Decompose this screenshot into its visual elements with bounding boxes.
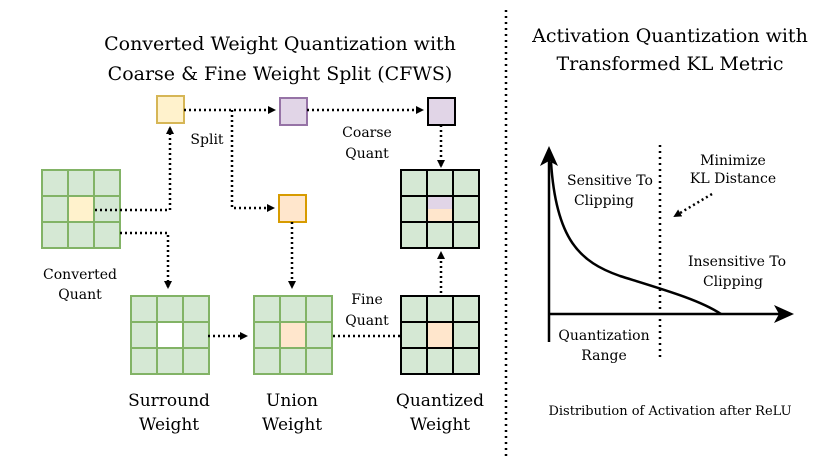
grid-cell	[182, 347, 210, 375]
grid-cell	[156, 321, 184, 349]
grid-cell	[400, 169, 428, 197]
activation-distribution-curve	[549, 161, 722, 316]
union-weight-label-line1: Union	[266, 391, 318, 411]
grid-cell	[426, 321, 454, 349]
grid-cell	[93, 221, 121, 249]
quantized-weight-grid	[400, 169, 480, 249]
union-weight-grid	[253, 295, 333, 375]
coarse-part-cell	[427, 196, 453, 209]
fine-quant-label-line2: Quant	[345, 313, 389, 329]
grid-cell	[426, 169, 454, 197]
right-title-line1: Activation Quantization with	[531, 25, 808, 47]
converted-quant-label-line1: Converted	[43, 267, 117, 283]
minimize-label-line1: Minimize	[700, 153, 766, 169]
insensitive-label-line2: Clipping	[703, 274, 763, 290]
grid-cell	[452, 321, 480, 349]
converted-weight-grid	[41, 169, 121, 249]
grid-cell	[452, 195, 480, 223]
distribution-caption: Distribution of Activation after ReLU	[548, 404, 791, 419]
grid-cell	[253, 295, 281, 323]
grid-cell	[426, 295, 454, 323]
grid-cell	[452, 347, 480, 375]
grid-cell	[182, 295, 210, 323]
grid-cell	[400, 221, 428, 249]
grid-cell	[156, 295, 184, 323]
quantized-weight-label-line2: Weight	[410, 415, 470, 435]
minimize-label-line2: KL Distance	[690, 171, 776, 187]
left-title-line2: Coarse & Fine Weight Split (CFWS)	[108, 63, 453, 85]
sensitive-label-line1: Sensitive To	[567, 173, 653, 189]
fine-part-cell	[427, 209, 453, 222]
grid-cell	[305, 295, 333, 323]
grid-cell	[67, 169, 95, 197]
grid-cell	[156, 347, 184, 375]
fine-orange-cell	[278, 194, 307, 223]
grid-cell	[182, 321, 210, 349]
surround-weight-grid	[130, 295, 210, 375]
coarse-quant-label-line2: Quant	[345, 146, 389, 162]
range-label-line1: Quantization	[558, 328, 649, 344]
coarse-purple-cell	[279, 97, 308, 126]
union-weight-label-line2: Weight	[262, 415, 322, 435]
left-title-line1: Converted Weight Quantization with	[104, 33, 456, 55]
surround-weight-label-line2: Weight	[139, 415, 199, 435]
connectors	[95, 106, 445, 340]
sensitive-label-line2: Clipping	[574, 193, 634, 209]
grid-cell	[67, 195, 95, 223]
grid-cell	[253, 321, 281, 349]
grid-cell	[400, 321, 428, 349]
grid-cell	[67, 221, 95, 249]
grid-cell	[426, 221, 454, 249]
grid-cell	[426, 347, 454, 375]
grid-cell	[130, 321, 158, 349]
surround-weight-label-line1: Surround	[128, 391, 210, 411]
grid-cell	[41, 221, 69, 249]
grid-cell	[452, 221, 480, 249]
grid-cell	[400, 347, 428, 375]
arrow-split-to-fine	[230, 110, 275, 212]
arrow-converted-to-split	[95, 126, 174, 212]
coarse-quant-purple-cell	[427, 97, 456, 126]
grid-cell	[93, 169, 121, 197]
grid-cell	[452, 169, 480, 197]
grid-cell	[130, 347, 158, 375]
converted-quant-label-line2: Quant	[58, 287, 102, 303]
right-title-line2: Transformed KL Metric	[556, 53, 783, 75]
center-cell-border	[426, 195, 454, 223]
arrow-converted-to-surround	[120, 231, 172, 289]
grid-cell	[130, 295, 158, 323]
split-label: Split	[190, 132, 224, 148]
grid-cell	[41, 195, 69, 223]
grid-cell	[279, 347, 307, 375]
grid-cell	[400, 295, 428, 323]
grid-cell	[452, 295, 480, 323]
split-yellow-cell	[156, 95, 185, 124]
minimize-pointer-arrow	[673, 192, 713, 218]
insensitive-label-line1: Insensitive To	[688, 254, 786, 270]
range-label-line2: Range	[581, 348, 626, 364]
coarse-quant-label-line1: Coarse	[342, 125, 392, 141]
grid-cell	[305, 347, 333, 375]
grid-cell	[41, 169, 69, 197]
grid-cell	[253, 347, 281, 375]
grid-cell	[279, 295, 307, 323]
fine-quant-label-line1: Fine	[351, 292, 383, 308]
grid-cell	[400, 195, 428, 223]
grid-cell	[279, 321, 307, 349]
quantized-weight-label-line1: Quantized	[396, 391, 484, 411]
quantized-fine-grid	[400, 295, 480, 375]
grid-cell	[305, 321, 333, 349]
